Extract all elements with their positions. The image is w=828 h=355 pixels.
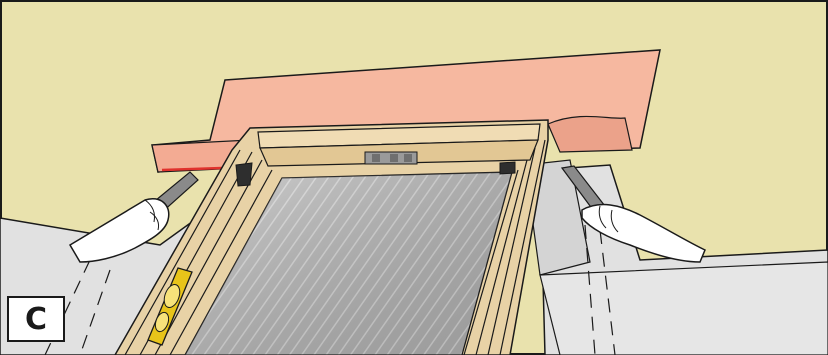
bracket-left (236, 163, 252, 186)
step-label: C (7, 296, 65, 342)
bracket-right (500, 162, 515, 174)
membrane-fold-right (548, 116, 632, 152)
top-bracket-assembly (365, 152, 417, 164)
side-flashing-lower-right (540, 262, 828, 355)
